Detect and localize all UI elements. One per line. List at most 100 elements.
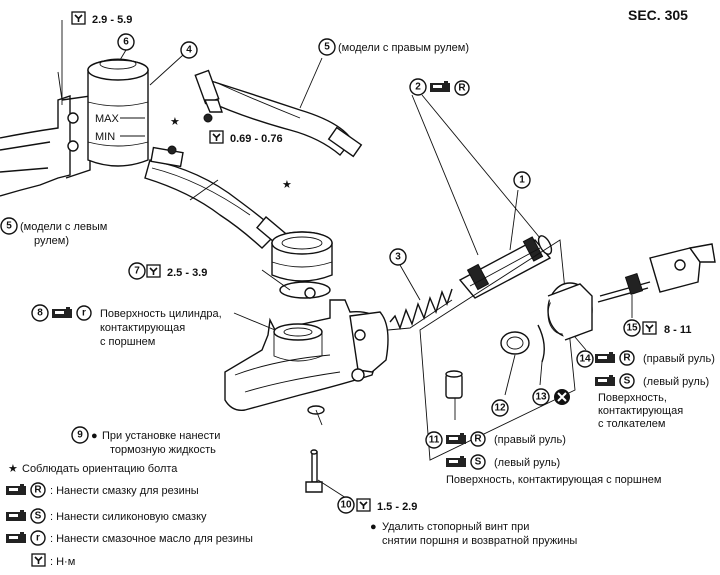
- piston-left-wheel-label: (левый руль): [494, 457, 560, 469]
- legend-torque-unit: : Н·м: [50, 556, 75, 568]
- svg-text:R: R: [34, 485, 42, 496]
- pushrod-surface-line3: с толкателем: [598, 418, 665, 430]
- legend-star-note: Соблюдать ориентацию болта: [22, 463, 178, 475]
- svg-text:r: r: [82, 308, 86, 319]
- silicone-grease-symbol: [619, 373, 635, 389]
- torque-wrench-icon: [209, 130, 224, 144]
- piston-frame: [419, 239, 576, 461]
- callout-5-right: 5: [318, 38, 336, 56]
- callout-8: 8: [31, 304, 49, 322]
- grease-gun-icon: [446, 456, 466, 467]
- torque-pushrod-nut: 8 - 11: [664, 324, 692, 336]
- svg-text:15: 15: [626, 323, 638, 334]
- callout-6: 6: [117, 33, 135, 51]
- return-spring: [387, 288, 453, 331]
- push-rod: [597, 243, 716, 303]
- stopper-pin: [445, 370, 463, 399]
- hose-left-label-line1: (модели с левым: [20, 221, 107, 233]
- grease-gun-icon: [6, 510, 26, 521]
- pushrod-surface-line2: контактирующая: [598, 405, 683, 417]
- callout-2: 2: [409, 78, 427, 96]
- torque-connector: 2.5 - 3.9: [167, 267, 207, 279]
- silicone-grease-symbol: [30, 508, 46, 524]
- piston-surface-label: Поверхность, контактирующая с поршнем: [446, 474, 661, 486]
- svg-text:7: 7: [134, 266, 140, 277]
- legend: ★ Соблюдать ориентацию болта R : Нанести…: [6, 463, 253, 568]
- callout-10: 10: [337, 496, 355, 514]
- svg-text:3: 3: [395, 252, 401, 263]
- hose-right-label: (модели с правым рулем): [338, 42, 469, 54]
- grease-gun-icon: [595, 352, 615, 363]
- note10-bullet: ●: [370, 521, 377, 533]
- svg-text:5: 5: [6, 221, 12, 232]
- svg-text:8: 8: [37, 308, 43, 319]
- silicone-grease-symbol: [470, 454, 486, 470]
- callout-3: 3: [389, 248, 407, 266]
- torque-wrench-icon: [642, 321, 657, 335]
- note10-line2: снятии поршня и возвратной пружины: [382, 535, 577, 547]
- rubber-oil-symbol: [30, 530, 46, 546]
- reservoir-min-label: MIN: [95, 131, 115, 143]
- torque-wrench-icon: [356, 498, 371, 512]
- callout-9: 9: [71, 426, 89, 444]
- rubber-grease-symbol: [619, 350, 635, 366]
- grease-gun-icon: [6, 484, 26, 495]
- torque-stopper-bolt: 1.5 - 2.9: [377, 501, 417, 513]
- callout-1: 1: [513, 171, 531, 189]
- piston-assembly: [458, 235, 553, 299]
- boot-left-wheel-label: (левый руль): [643, 376, 709, 388]
- star-marker-upper: ★: [170, 116, 180, 128]
- grease-gun-icon: [52, 307, 72, 318]
- callout-15: 15: [623, 319, 641, 337]
- svg-text:6: 6: [123, 37, 129, 48]
- rubber-grease-symbol: [454, 80, 470, 96]
- cylinder-surface-line1: Поверхность цилиндра,: [100, 308, 222, 320]
- svg-text:12: 12: [494, 403, 506, 414]
- pushrod-surface-line1: Поверхность,: [598, 392, 667, 404]
- callout-13: 13: [532, 388, 550, 406]
- torque-wrench-icon: [31, 553, 46, 567]
- section-title: SEC. 305: [628, 7, 688, 23]
- svg-text:13: 13: [535, 392, 547, 403]
- svg-text:S: S: [624, 376, 631, 387]
- reservoir: [87, 58, 149, 167]
- torque-hose-clamp: 0.69 - 0.76: [230, 133, 283, 145]
- callout-14: 14: [576, 350, 594, 368]
- legend-rubber-oil: : Нанести смазочное масло для резины: [50, 533, 253, 545]
- svg-text:1: 1: [519, 175, 525, 186]
- cylinder-surface-line3: с поршнем: [100, 336, 155, 348]
- callout-12: 12: [491, 399, 509, 417]
- hose-left-label-line2: рулем): [34, 235, 69, 247]
- svg-text:S: S: [475, 457, 482, 468]
- callout-11: 11: [425, 431, 443, 449]
- grease-gun-icon: [446, 433, 466, 444]
- rubber-grease-symbol: [30, 482, 46, 498]
- cylinder-surface-line2: контактирующая: [100, 322, 185, 334]
- callout-7: 7: [128, 262, 146, 280]
- svg-text:r: r: [36, 533, 40, 544]
- legend-rubber-grease: : Нанести смазку для резины: [50, 485, 199, 497]
- rubber-grease-symbol: [470, 431, 486, 447]
- do-not-reuse-icon: [554, 389, 570, 405]
- master-cylinder-body: [224, 231, 389, 411]
- reservoir-bracket: [0, 71, 91, 197]
- legend-star: ★: [8, 463, 18, 475]
- leader-lines: [61, 20, 633, 499]
- svg-text:14: 14: [579, 354, 591, 365]
- torque-reservoir: 2.9 - 5.9: [92, 14, 132, 26]
- note9-line1: При установке нанести: [102, 430, 220, 442]
- rubber-oil-symbol: [76, 305, 92, 321]
- hose-right-hand-drive: [194, 69, 363, 158]
- svg-text:11: 11: [429, 435, 440, 446]
- svg-text:9: 9: [77, 430, 83, 441]
- svg-text:R: R: [458, 83, 466, 94]
- svg-text:2: 2: [415, 82, 421, 93]
- legend-silicone-grease: : Нанести силиконовую смазку: [50, 511, 207, 523]
- boot-right-wheel-label: (правый руль): [643, 353, 715, 365]
- callout-5-left: 5: [0, 217, 18, 235]
- piston-right-wheel-label: (правый руль): [494, 434, 566, 446]
- snap-ring: [537, 324, 545, 363]
- svg-text:5: 5: [324, 42, 330, 53]
- dust-boot: [547, 282, 593, 341]
